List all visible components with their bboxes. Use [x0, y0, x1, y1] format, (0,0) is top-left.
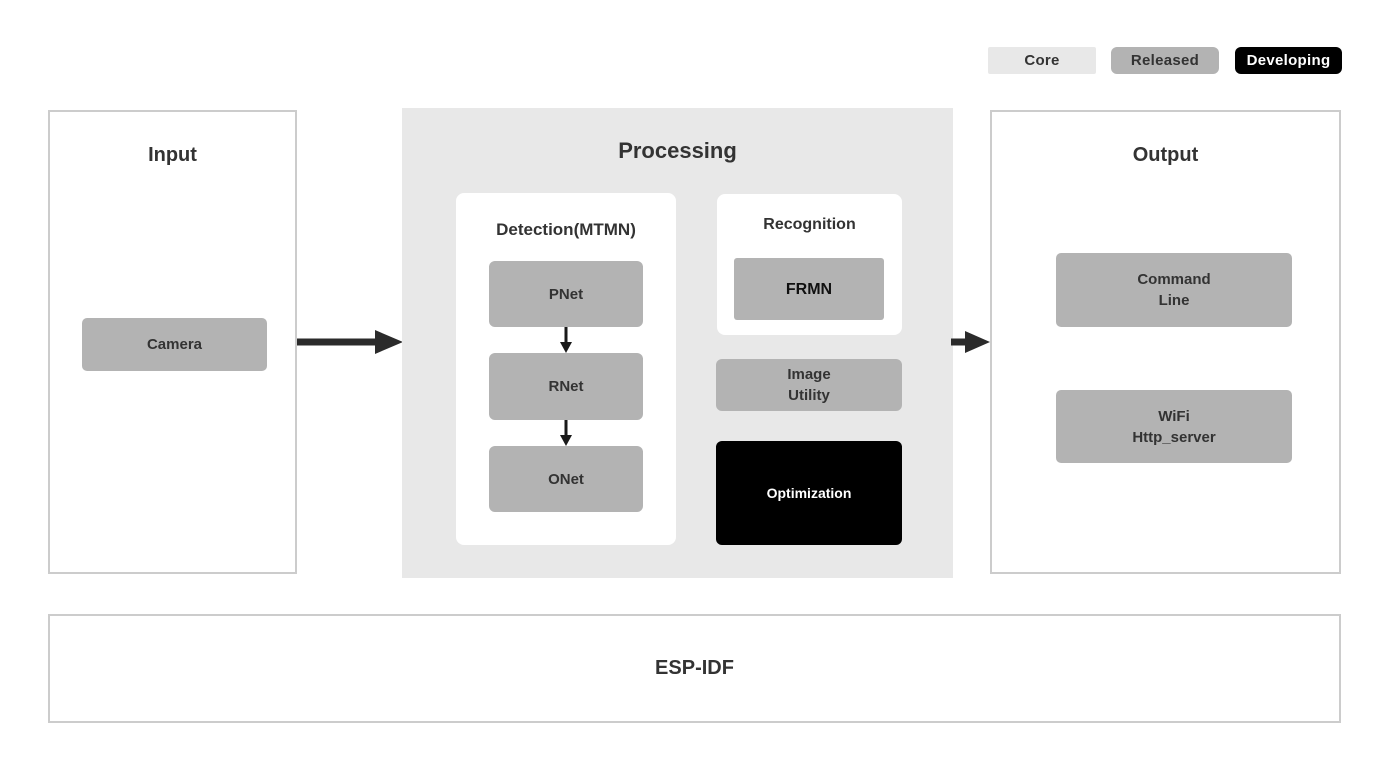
optimization-node: Optimization: [716, 441, 902, 545]
input-panel: Input Camera: [48, 110, 297, 574]
recognition-card-title: Recognition: [763, 216, 856, 233]
arrow-right-icon: [297, 330, 403, 354]
output-panel-title: Output: [1132, 144, 1199, 166]
processing-panel-title: Processing: [618, 138, 737, 163]
rnet-node: RNet: [489, 353, 643, 420]
wifi-http-server-node: WiFi Http_server: [1056, 390, 1292, 463]
onet-node: ONet: [489, 446, 643, 512]
legend-released: Released: [1111, 47, 1219, 74]
detection-card: Detection(MTMN) PNet RNet ONet: [456, 193, 676, 545]
output-panel: Output Command Line WiFi Http_server: [990, 110, 1341, 574]
recognition-card: Recognition FRMN: [717, 194, 902, 335]
arrow-right-icon: [951, 331, 990, 353]
esp-idf-panel: ESP-IDF: [48, 614, 1341, 723]
legend-developing: Developing: [1235, 47, 1342, 74]
camera-node: Camera: [82, 318, 267, 371]
processing-panel: Processing Detection(MTMN) PNet RNet ONe…: [402, 108, 953, 578]
esp-idf-title: ESP-IDF: [655, 657, 734, 679]
frmn-node: FRMN: [734, 258, 884, 320]
legend-core: Core: [988, 47, 1096, 74]
arrow-down-icon: [560, 420, 572, 446]
arrow-down-icon: [560, 327, 572, 353]
image-utility-node: Image Utility: [716, 359, 902, 411]
detection-card-title: Detection(MTMN): [496, 220, 636, 239]
pnet-node: PNet: [489, 261, 643, 327]
command-line-node: Command Line: [1056, 253, 1292, 327]
input-panel-title: Input: [148, 144, 197, 166]
